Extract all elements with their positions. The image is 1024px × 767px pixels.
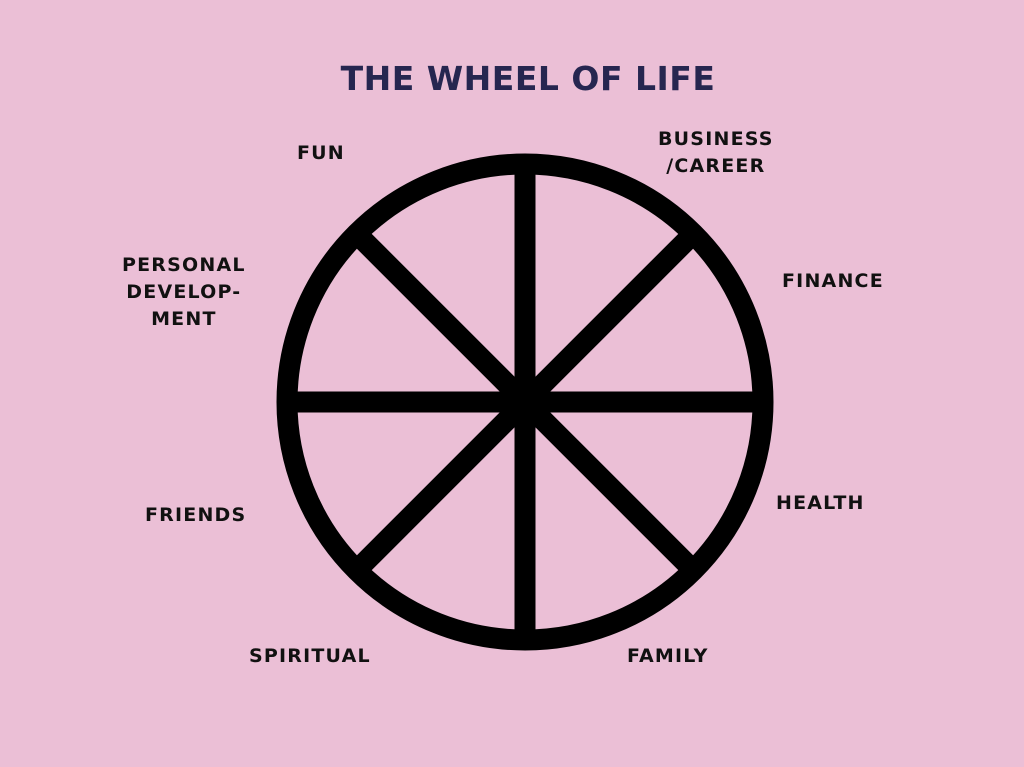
segment-label-business-career: BUSINESS /CAREER [658,128,774,177]
segment-label-family: FAMILY [627,645,709,667]
page-title: THE WHEEL OF LIFE [340,59,716,98]
segment-label-finance: FINANCE [782,270,884,292]
segment-label-friends: FRIENDS [145,504,247,526]
segment-label-personal-development: PERSONAL DEVELOP- MENT [122,254,246,330]
segment-label-fun: FUN [297,142,345,164]
wheel-hub [512,389,538,415]
segment-label-spiritual: SPIRITUAL [249,645,371,667]
segment-label-health: HEALTH [776,492,865,514]
